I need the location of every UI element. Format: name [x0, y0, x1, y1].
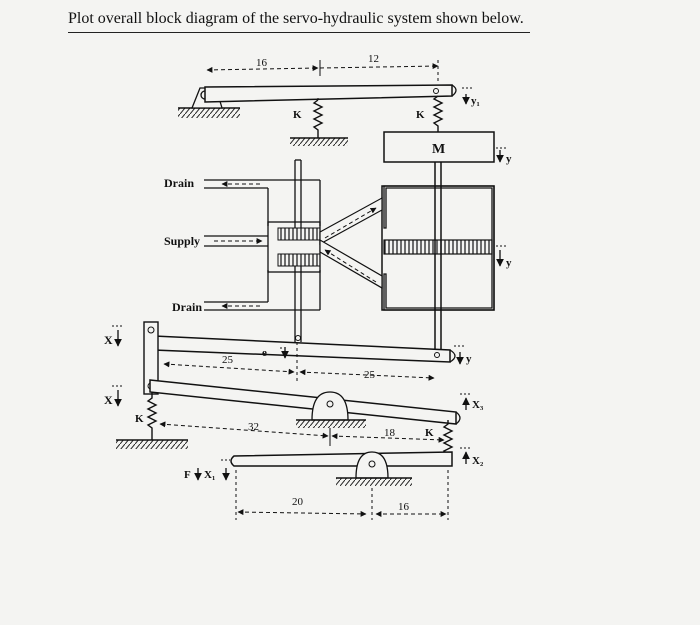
- hydraulic-cylinder: y: [381, 185, 512, 354]
- label-x-upper: X: [104, 333, 113, 347]
- mass-block: M y: [383, 131, 512, 186]
- label-x1: X₁: [204, 469, 215, 481]
- label-e: e: [262, 347, 267, 359]
- bottom-lever: X₂ F X₁ 20 16: [184, 447, 484, 520]
- top-right-spring: [432, 95, 444, 132]
- dim-32: 32: [248, 421, 259, 433]
- pilot-valve: Drain Supply Drain: [164, 159, 383, 342]
- label-x2: X₂: [472, 455, 484, 467]
- problem-title: Plot overall block diagram of the servo-…: [68, 10, 524, 27]
- label-x3: X₃: [472, 399, 484, 411]
- top-lever-assembly: 16 12 K K y₁: [178, 53, 480, 146]
- dim-20: 20: [292, 496, 304, 508]
- spool-land-lower: [277, 253, 321, 267]
- feedback-lever: y e 25 25: [153, 335, 472, 382]
- spool-land-upper: [277, 227, 321, 241]
- label-supply: Supply: [164, 234, 200, 248]
- cylinder-piston: [383, 239, 493, 255]
- label-drain-bottom: Drain: [172, 300, 202, 314]
- title-underline: [68, 32, 530, 33]
- dim-18: 18: [384, 427, 396, 439]
- top-left-spring: [312, 99, 324, 138]
- bottom-left-spring: [146, 392, 158, 440]
- top-ground: [178, 108, 240, 118]
- label-k-bottom-right: K: [425, 427, 434, 439]
- dim-12-top: 12: [368, 53, 379, 65]
- lower-lever: X X₃ K K 32 18: [104, 379, 484, 458]
- label-y-lever: y: [466, 353, 472, 365]
- label-mass: M: [432, 142, 445, 157]
- label-k-top-left: K: [293, 109, 302, 121]
- label-force: F: [184, 469, 191, 481]
- label-y-mass: y: [506, 153, 512, 165]
- left-vertical-link: X: [104, 321, 159, 395]
- label-y1: y₁: [471, 95, 480, 107]
- dim-16-top: 16: [256, 57, 268, 69]
- label-x-lower: X: [104, 393, 113, 407]
- top-lever: [204, 84, 453, 103]
- label-y-piston: y: [506, 257, 512, 269]
- label-k-top-right: K: [416, 109, 425, 121]
- dim-16-bottom: 16: [398, 501, 410, 513]
- dim-25-left: 25: [222, 354, 234, 366]
- label-drain-top: Drain: [164, 176, 194, 190]
- dim-25-right: 25: [364, 369, 376, 381]
- label-k-bottom-left: K: [135, 413, 144, 425]
